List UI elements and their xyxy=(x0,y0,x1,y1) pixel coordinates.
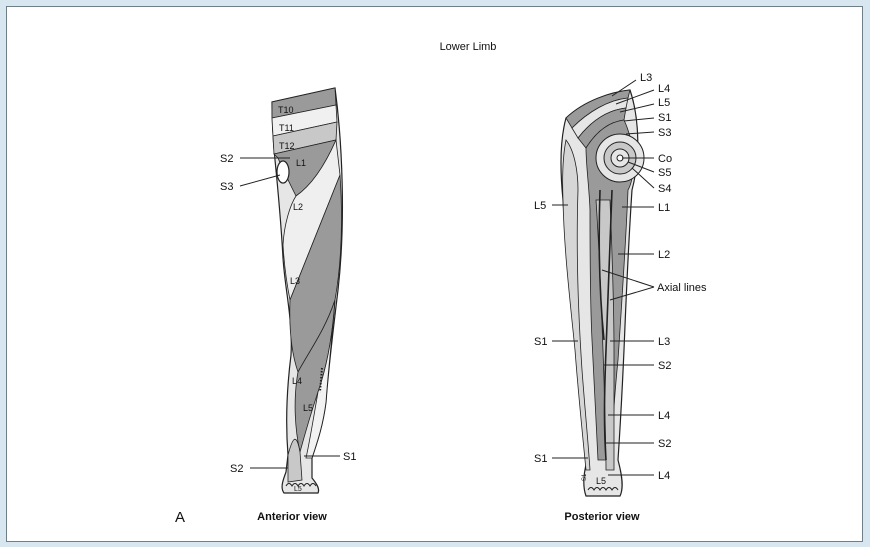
anterior-label-s1: S1 xyxy=(343,451,356,463)
posterior-right-label-0: L3 xyxy=(640,72,652,84)
posterior-right-label-1: L4 xyxy=(658,83,670,95)
posterior-right-label-14: S2 xyxy=(658,438,671,450)
posterior-right-label-12: S2 xyxy=(658,360,671,372)
posterior-left-label-s1-thigh: S1 xyxy=(534,336,547,348)
figure-title: Lower Limb xyxy=(440,41,497,53)
panel-letter: A xyxy=(175,509,185,526)
anterior-label-s3: S3 xyxy=(220,181,233,193)
posterior-right-label-4: S3 xyxy=(658,127,671,139)
posterior-right-label-6: S5 xyxy=(658,167,671,179)
anterior-label-foot: L5 xyxy=(294,486,302,493)
posterior-right-label-3: S1 xyxy=(658,112,671,124)
posterior-label-foot-s1: S1 xyxy=(582,473,588,481)
posterior-right-label-8: L1 xyxy=(658,202,670,214)
anterior-leader-s3 xyxy=(240,175,280,186)
posterior-right-label-5: Co xyxy=(658,153,672,165)
anterior-label-l1: L1 xyxy=(296,158,306,168)
anterior-label-l5: L5 xyxy=(303,403,313,413)
posterior-right-label-13: L4 xyxy=(658,410,670,422)
anterior-label-t10: T10 xyxy=(278,105,294,115)
posterior-label-foot-l5: L5 xyxy=(596,476,606,486)
anterior-label-s2-upper: S2 xyxy=(220,153,233,165)
posterior-left-label-l5: L5 xyxy=(534,200,546,212)
posterior-right-label-15: L4 xyxy=(658,470,670,482)
posterior-right-label-7: S4 xyxy=(658,183,671,195)
posterior-right-label-11: L3 xyxy=(658,336,670,348)
anterior-s3-oval xyxy=(277,161,289,183)
anterior-label-t11: T11 xyxy=(279,123,294,133)
posterior-left-label-s1-foot: S1 xyxy=(534,453,547,465)
anterior-label-l2: L2 xyxy=(293,202,303,212)
anterior-label-t12: T12 xyxy=(279,141,295,151)
anterior-label-l4: L4 xyxy=(292,376,302,386)
posterior-right-label-9: L2 xyxy=(658,249,670,261)
posterior-leg: L5 S1 L3 L4 L5 S1 S3 Co S5 S4 L1 L2 Axia… xyxy=(534,72,707,496)
posterior-caption: Posterior view xyxy=(564,511,640,523)
posterior-right-label-10: Axial lines xyxy=(657,282,707,294)
posterior-right-label-2: L5 xyxy=(658,97,670,109)
anterior-caption: Anterior view xyxy=(257,511,327,523)
anterior-label-s2-foot: S2 xyxy=(230,463,243,475)
anterior-label-l3: L3 xyxy=(290,276,300,286)
anterior-leg: T10 T11 T12 L1 L2 L3 L4 L5 L5 S2 S3 S1 S… xyxy=(220,88,356,493)
